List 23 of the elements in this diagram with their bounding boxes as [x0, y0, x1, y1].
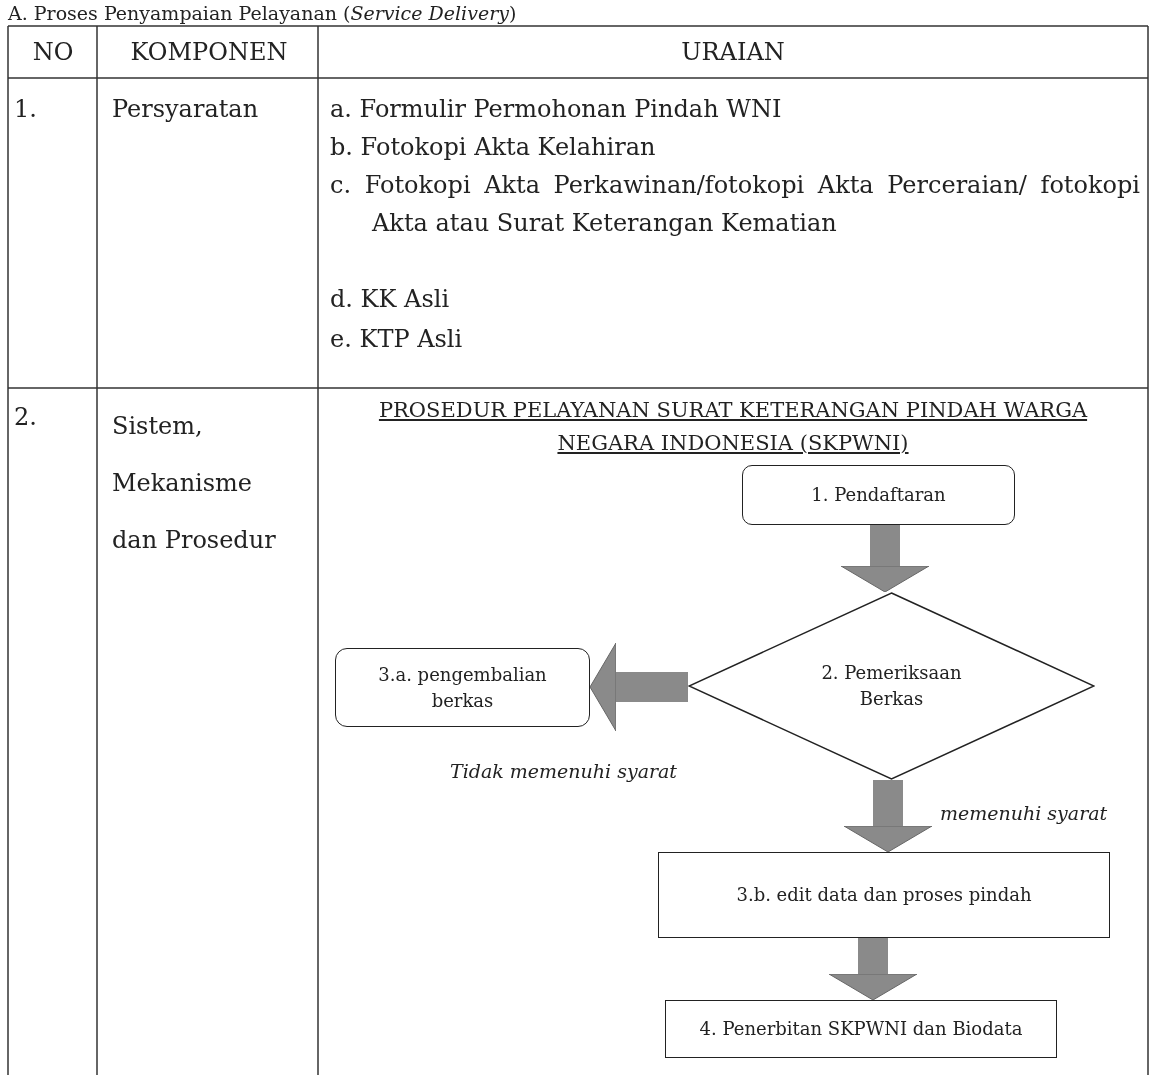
row-number: 1.	[14, 94, 38, 125]
block-arrow	[589, 642, 688, 732]
block-arrow	[843, 780, 933, 853]
row-number: 2.	[14, 402, 38, 433]
decision-diamond: 2. Pemeriksaan Berkas	[688, 592, 1095, 780]
column-header: URAIAN	[680, 37, 786, 68]
requirement-item: a. Formulir Permohonan Pindah WNI	[330, 94, 783, 125]
column-header: KOMPONEN	[129, 37, 289, 68]
component-name: Persyaratan	[112, 94, 260, 125]
column-header: NO	[31, 37, 75, 68]
requirement-item: d. KK Asli	[330, 284, 451, 315]
block-arrow	[828, 938, 918, 1001]
component-name: Sistem, Mekanisme dan Prosedur	[112, 411, 277, 556]
requirement-item: b. Fotokopi Akta Kelahiran	[330, 132, 657, 163]
requirement-item: e. KTP Asli	[330, 324, 464, 355]
process-box: 3.a. pengembalian berkas	[335, 648, 590, 727]
block-arrow	[840, 525, 930, 593]
process-box: 4. Penerbitan SKPWNI dan Biodata	[665, 1000, 1057, 1058]
section-heading: PROSEDUR PELAYANAN SURAT KETERANGAN PINDAH WARGA NEGARA INDONESIA (SKPWNI)	[377, 397, 1089, 457]
requirement-item: c. Fotokopi Akta Perkawinan/fotokopi Akta Perceraian/ fotokopi Akta atau Surat Keterangan Kematian	[330, 170, 1140, 239]
page-title: A. Proses Penyampaian Pelayanan (Service Delivery)	[8, 1, 517, 25]
process-box: 1. Pendaftaran	[742, 465, 1015, 525]
process-box: 3.b. edit data dan proses pindah	[658, 852, 1110, 938]
